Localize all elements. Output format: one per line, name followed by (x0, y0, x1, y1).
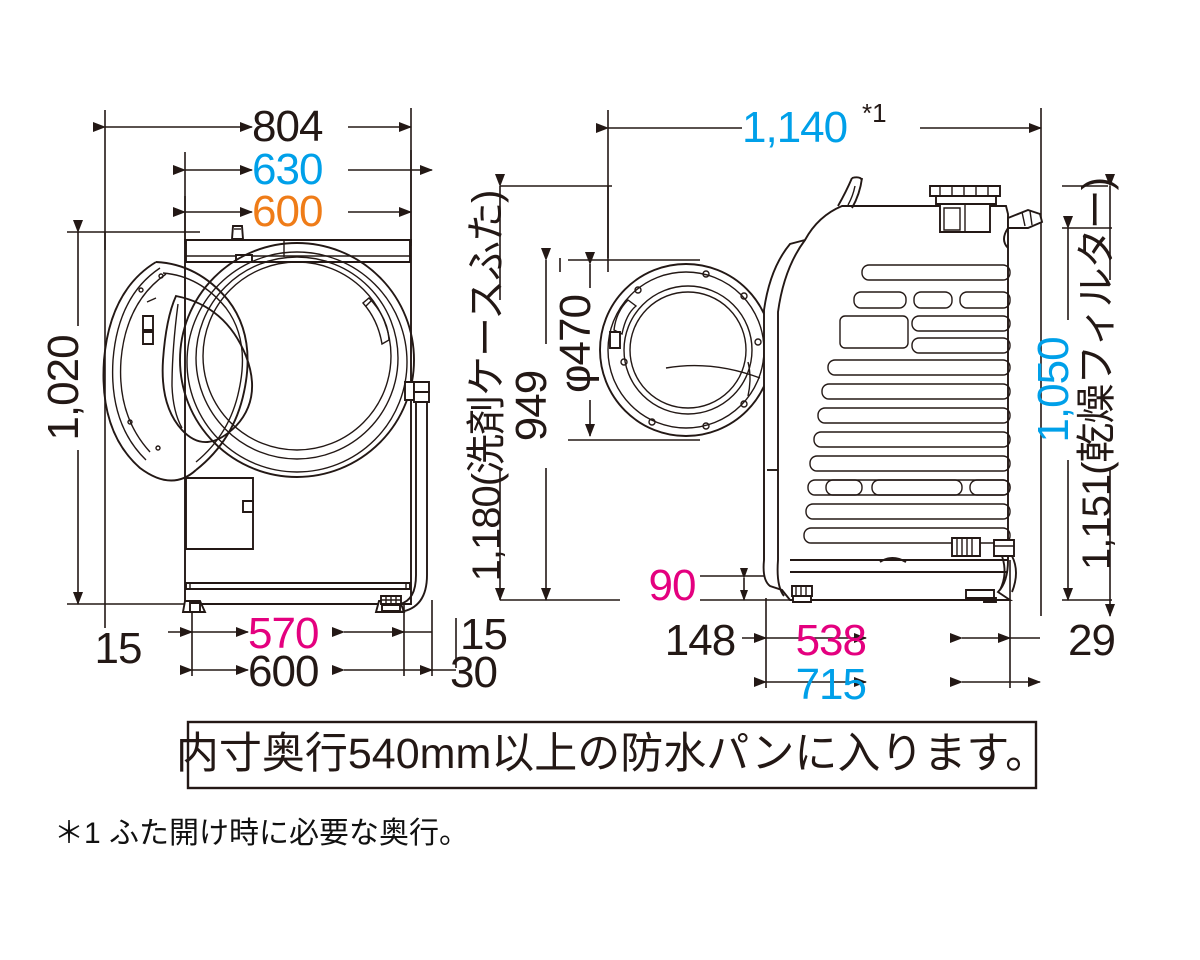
opened-door (102, 261, 253, 482)
dim-width-orange: 600 (252, 187, 322, 236)
dim-base-depth-magenta: 538 (796, 616, 866, 665)
dim-hose-offset: 30 (450, 648, 497, 697)
dim-rear-clearance: 29 (1068, 616, 1115, 665)
dim-foot-left-margin: 15 (95, 624, 142, 673)
washer-side-body (762, 176, 1044, 603)
dim-detergent-case-height: 1,180(洗剤ケースふた) (465, 191, 509, 582)
dim-body-width: 600 (248, 647, 318, 696)
dim-door-diameter: φ470 (551, 295, 600, 393)
front-dimension-labels: 804 630 600 1,020 570 600 15 15 30 (39, 102, 508, 697)
dim-base-clearance: 90 (649, 561, 696, 610)
dim-depth-open-lid: 1,140 (742, 103, 847, 152)
drain-hose-front (399, 381, 430, 613)
front-base-feet (181, 582, 411, 613)
callout-box: 内寸奥行540mm以上の防水パンに入ります。 (176, 720, 1048, 790)
dim-overall-width: 804 (252, 102, 323, 151)
dim-depth-open-lid-note: *1 (862, 98, 887, 128)
dim-front-overhang: 148 (665, 616, 735, 665)
side-view-group (500, 108, 1112, 688)
footnote-text: ＊1 ふた開け時に必要な奥行。 (54, 817, 469, 850)
dim-dry-filter-height: 1,151(乾燥フィルター) (1075, 178, 1119, 570)
rear-louvers (803, 264, 1011, 544)
side-dimension-lines (495, 123, 1115, 687)
dim-door-center-height: 949 (507, 371, 556, 441)
dim-foot-span: 570 (248, 609, 318, 658)
dim-height-left: 1,020 (39, 335, 88, 440)
front-dimension-lines (73, 122, 456, 675)
door-opening-ring (179, 242, 415, 478)
dim-base-depth-cyan: 715 (796, 660, 866, 709)
footnote: ＊1 ふた開け時に必要な奥行。 (54, 817, 469, 850)
dim-height-cyan: 1,050 (1029, 337, 1078, 442)
dim-foot-right-margin: 15 (460, 610, 507, 659)
lower-access-panel (185, 477, 254, 550)
side-dimension-labels: 1,140 *1 1,180(洗剤ケースふた) 949 φ470 1,050 1… (465, 98, 1119, 709)
callout-box-text: 内寸奥行540mm以上の防水パンに入ります。 (176, 730, 1048, 778)
dim-width-cyan: 630 (252, 145, 322, 194)
